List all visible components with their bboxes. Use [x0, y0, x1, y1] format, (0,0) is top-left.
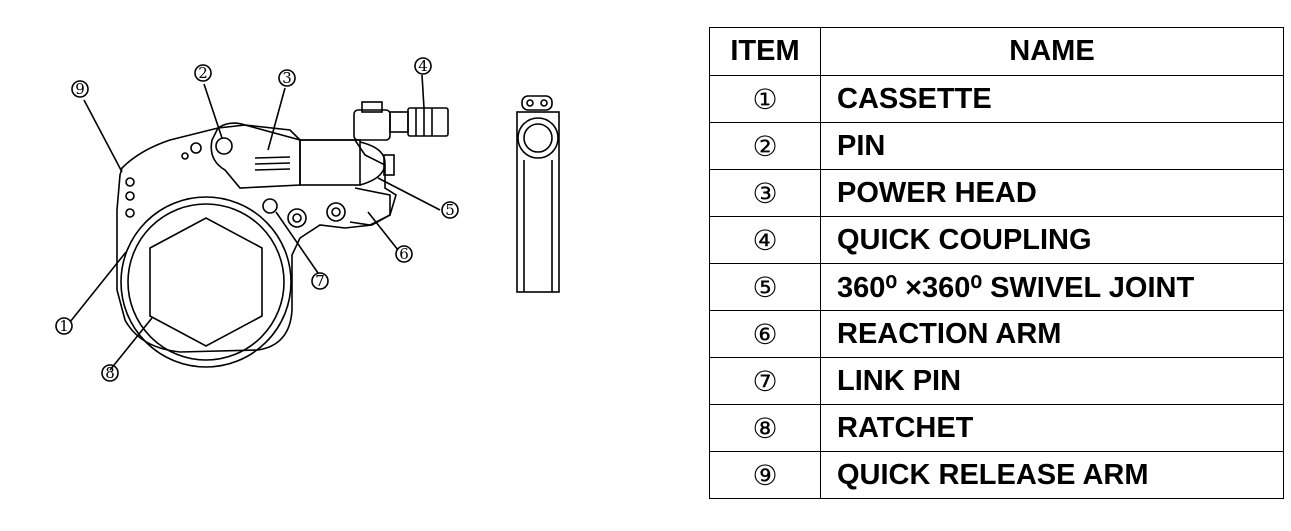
reaction-arm — [349, 187, 391, 226]
row-name: RATCHET — [820, 404, 1284, 452]
row-item: ④ — [709, 216, 821, 264]
row-name: QUICK RELEASE ARM — [820, 451, 1284, 499]
row-item: ⑥ — [709, 310, 821, 358]
quick-coupling — [407, 107, 449, 137]
svg-text:5: 5 — [445, 201, 455, 219]
svg-text:6: 6 — [399, 245, 409, 263]
row-item: ⑧ — [709, 404, 821, 452]
row-item: ⑨ — [709, 451, 821, 499]
row-name: PIN — [820, 122, 1284, 170]
table-row: ⑦ LINK PIN — [709, 357, 1284, 405]
row-item: ③ — [709, 169, 821, 217]
side-view-disc — [517, 117, 559, 159]
row-name: REACTION ARM — [820, 310, 1284, 358]
svg-text:8: 8 — [105, 364, 115, 382]
table-row: ③ POWER HEAD — [709, 169, 1284, 217]
parts-table: ITEM NAME ① CASSETTE ② PIN ③ POWER HEAD … — [709, 27, 1284, 499]
header-name: NAME — [820, 27, 1284, 76]
row-item: ② — [709, 122, 821, 170]
wrench-line-drawing: 9 2 3 4 5 6 7 1 8 — [55, 57, 560, 382]
table-row: ⑧ RATCHET — [709, 404, 1284, 452]
row-item: ⑤ — [709, 263, 821, 311]
svg-text:1: 1 — [59, 317, 69, 335]
row-name: QUICK COUPLING — [820, 216, 1284, 264]
table-row: ① CASSETTE — [709, 75, 1284, 123]
hex-socket — [149, 217, 263, 347]
row-item: ① — [709, 75, 821, 123]
row-name: LINK PIN — [820, 357, 1284, 405]
table-row: ⑥ REACTION ARM — [709, 310, 1284, 358]
table-header-row: ITEM NAME — [709, 27, 1284, 76]
cassette-body — [116, 124, 397, 353]
header-item: ITEM — [709, 27, 821, 76]
row-name: POWER HEAD — [820, 169, 1284, 217]
swivel-joint — [353, 109, 391, 141]
row-name: 360⁰ ×360⁰ SWIVEL JOINT — [820, 263, 1284, 311]
svg-text:3: 3 — [282, 69, 292, 87]
row-item: ⑦ — [709, 357, 821, 405]
table-row: ⑤ 360⁰ ×360⁰ SWIVEL JOINT — [709, 263, 1284, 311]
ratchet-ring-outer — [120, 196, 292, 368]
cylinder — [299, 139, 361, 186]
svg-text:9: 9 — [75, 80, 85, 98]
table-row: ② PIN — [709, 122, 1284, 170]
table-row: ④ QUICK COUPLING — [709, 216, 1284, 264]
power-head — [210, 122, 301, 189]
row-name: CASSETTE — [820, 75, 1284, 123]
side-view-body — [516, 111, 560, 293]
svg-text:4: 4 — [418, 57, 428, 75]
svg-text:2: 2 — [198, 64, 208, 82]
svg-text:7: 7 — [315, 272, 325, 290]
table-row: ⑨ QUICK RELEASE ARM — [709, 451, 1284, 499]
